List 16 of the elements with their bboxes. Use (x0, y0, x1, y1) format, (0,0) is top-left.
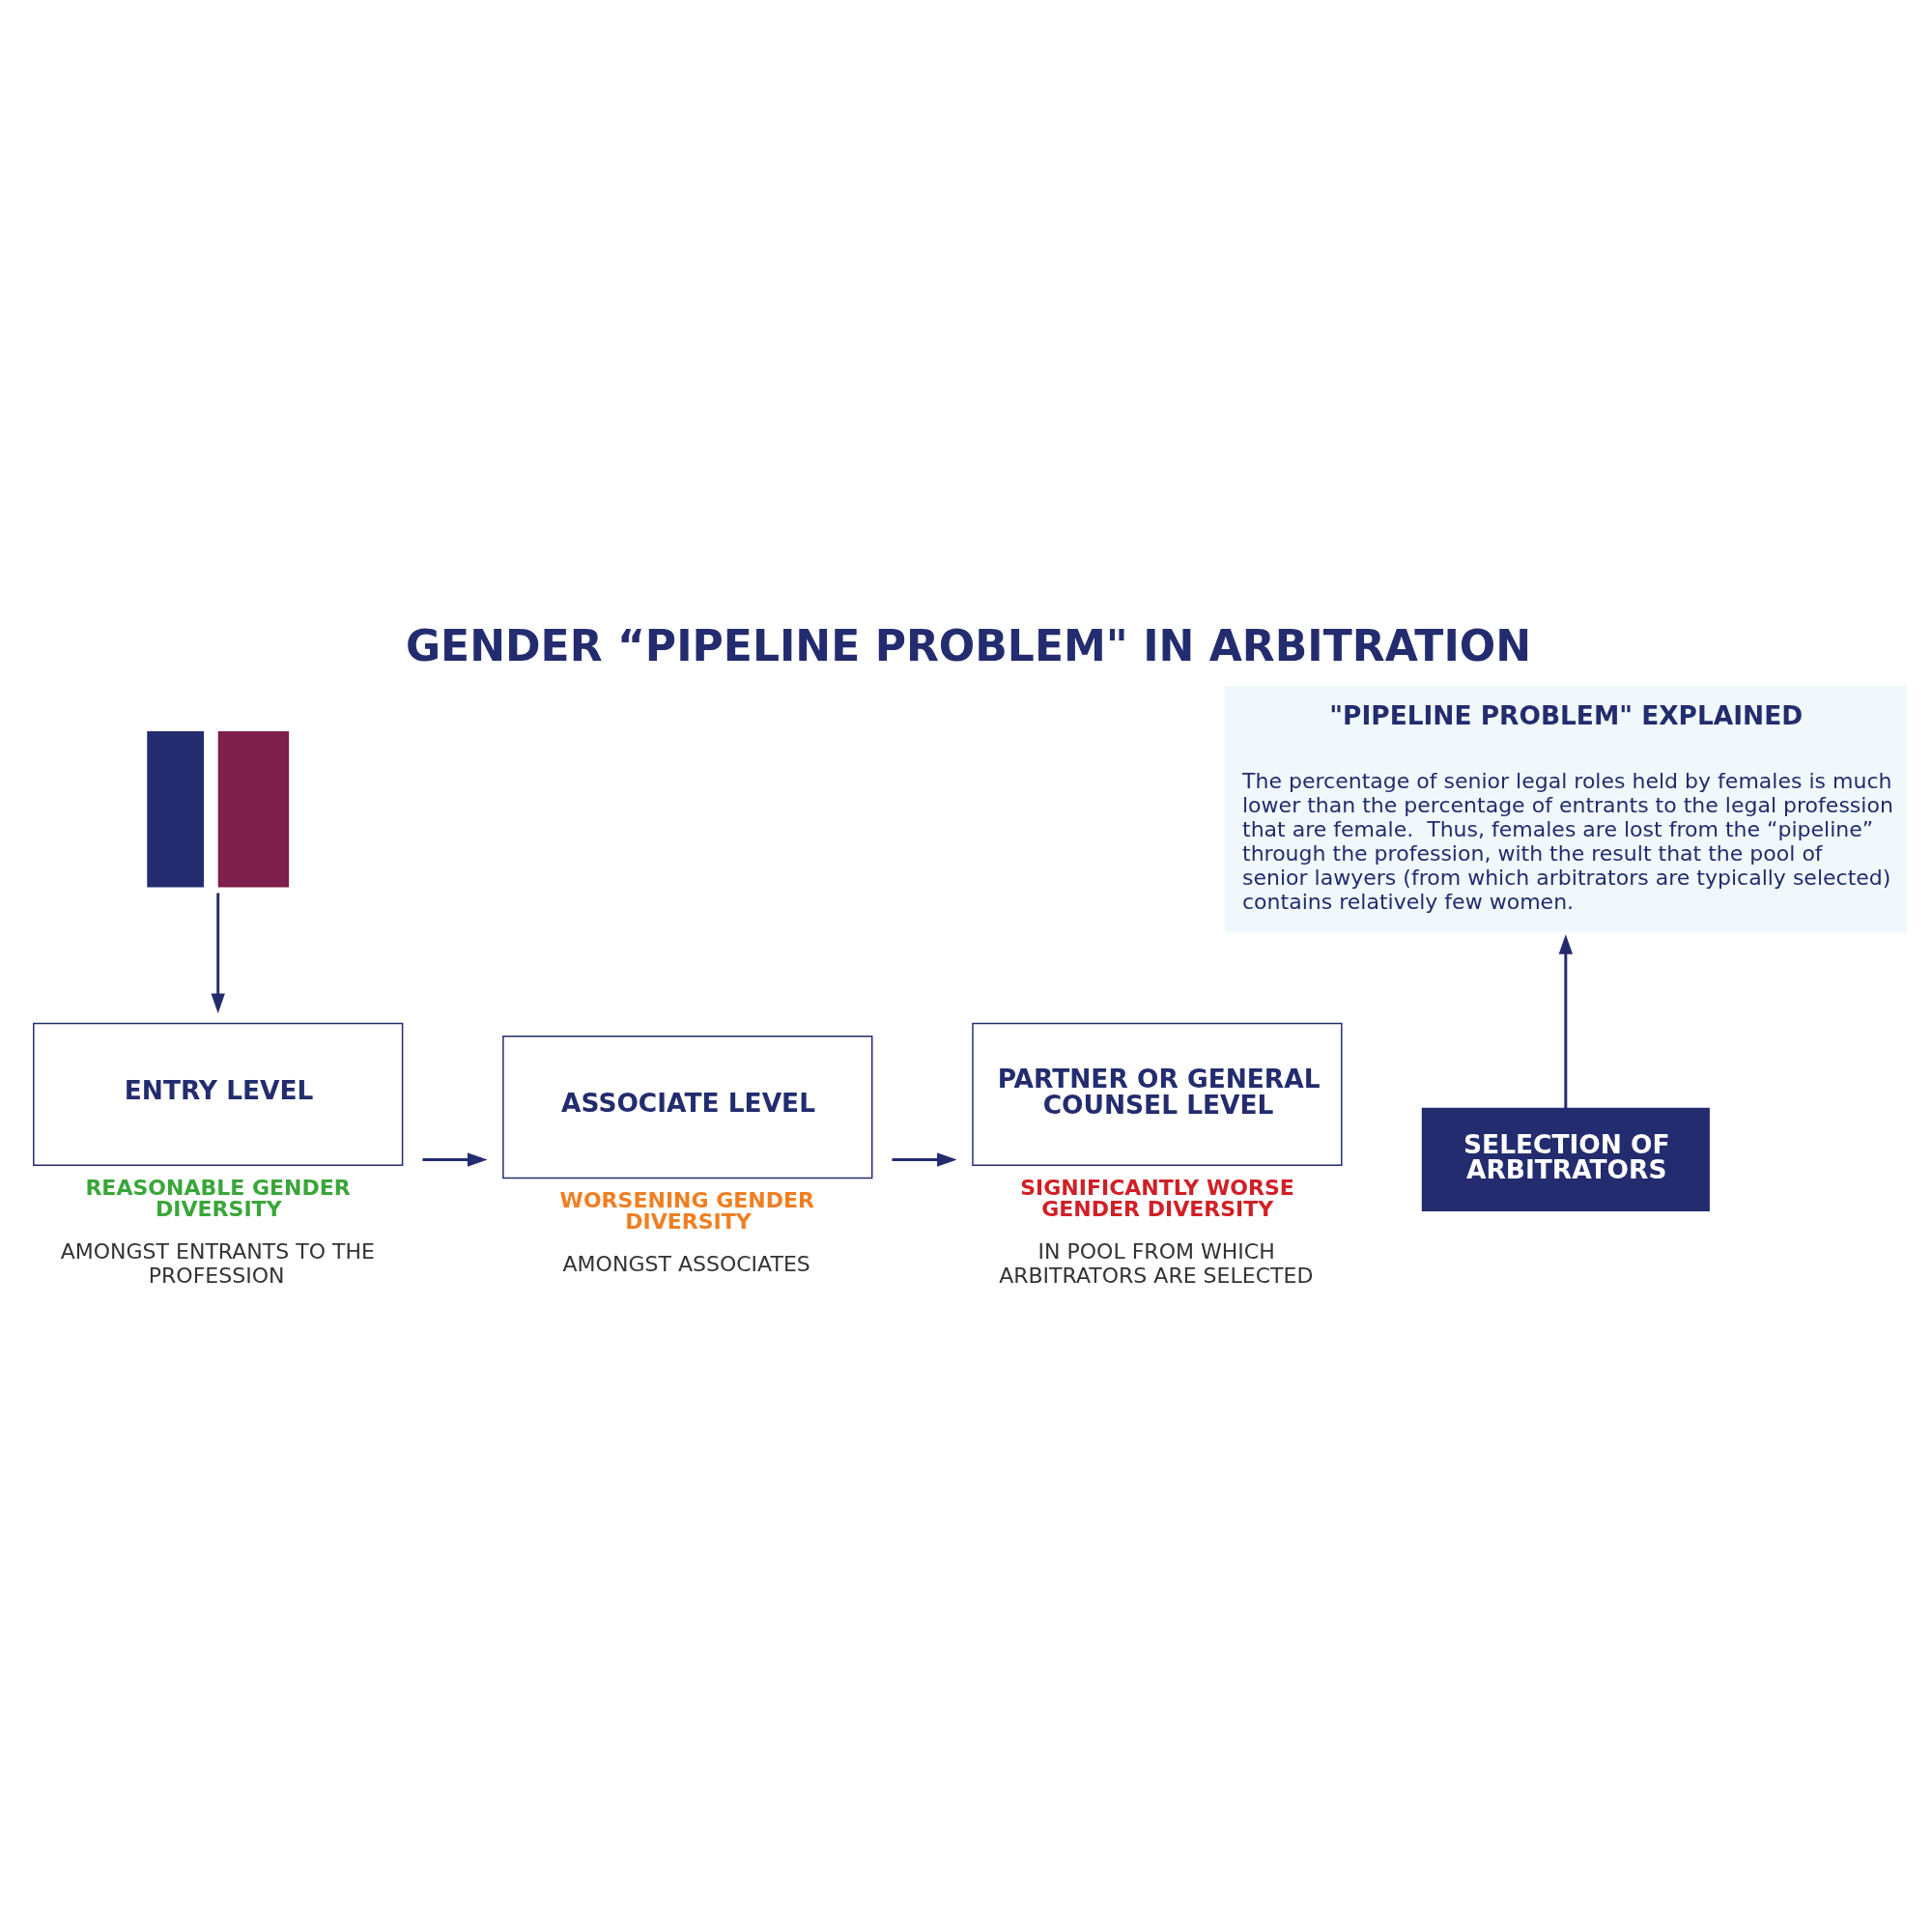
node-box: SELECTION OF ARBITRATORS (1421, 1107, 1710, 1212)
node-box: "PIPELINE PROBLEM" EXPLAINED The percentage of senior legal roles held by females is much lower than the percentage of entrants to the legal profession that are female. Thus, females are lost from the “pipeline” through the profession, with the result that the pool of senior lawyers (from which arbitrators are typically selected) contains relatively few women. (1224, 685, 1907, 933)
node-label: AMONGST ENTRANTS TO THE PROFESSION (60, 1239, 375, 1289)
node-box: ENTRY LEVEL (33, 1022, 404, 1167)
arrow (892, 1152, 957, 1167)
arrow (211, 893, 225, 1014)
node-label: SIGNIFICANTLY WORSE GENDER DIVERSITY (1020, 1176, 1294, 1222)
node-box: PARTNER OR GENERAL COUNSEL LEVEL (972, 1022, 1343, 1167)
diagram-title: GENDER “PIPELINE PROBLEM" IN ARBITRATION (405, 620, 1532, 670)
node-label: REASONABLE GENDER DIVERSITY (85, 1176, 351, 1222)
arrow (1558, 934, 1574, 1109)
node-box: ASSOCIATE LEVEL (502, 1035, 873, 1179)
node-label: AMONGST ASSOCIATES (562, 1252, 810, 1277)
node-label: IN POOL FROM WHICH ARBITRATORS ARE SELECTED (999, 1239, 1314, 1289)
arrow (422, 1152, 488, 1167)
node-label: WORSENING GENDER DIVERSITY (559, 1188, 815, 1235)
